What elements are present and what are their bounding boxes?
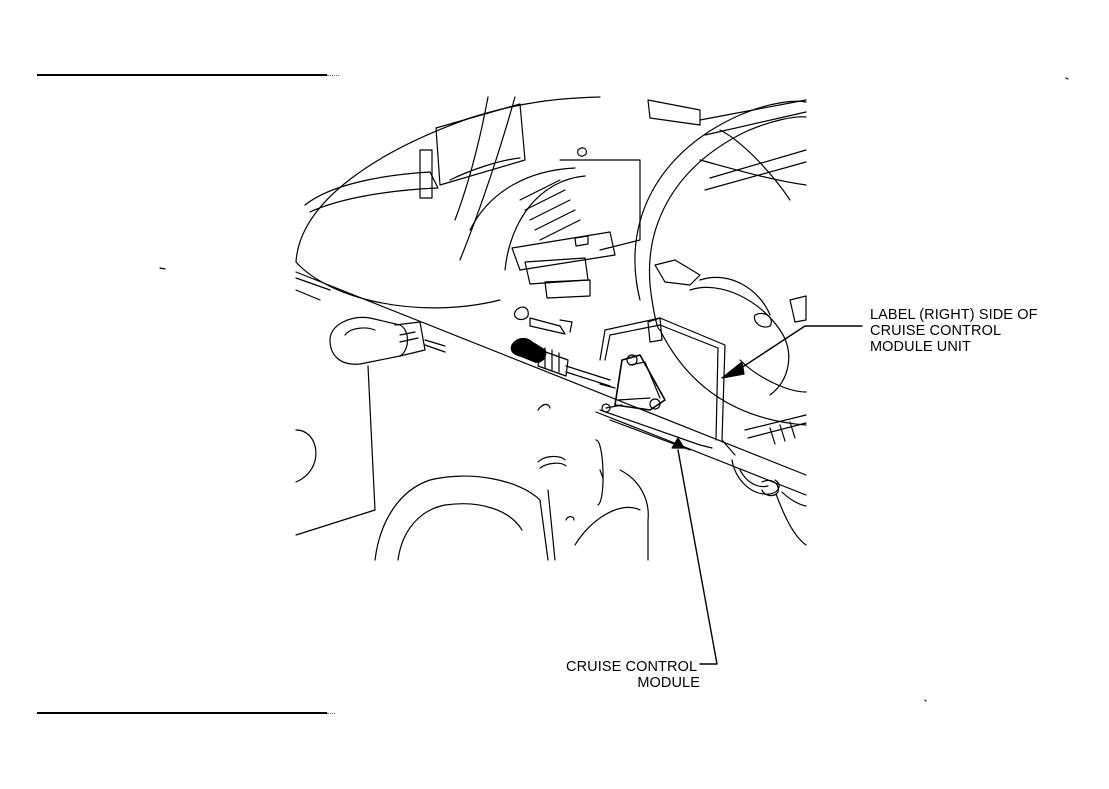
bottom-rule — [37, 712, 327, 714]
vent-housing — [469, 147, 641, 299]
label-side-line-3: MODULE UNIT — [870, 339, 971, 355]
module-callout: CRUISE CONTROL MODULE — [566, 659, 700, 691]
module-bracket — [599, 317, 736, 456]
module-line-2: MODULE — [637, 675, 700, 691]
label-side-line-1: LABEL (RIGHT) SIDE OF — [870, 307, 1038, 323]
cable-actuator — [510, 306, 611, 387]
steering-wheel — [634, 99, 807, 426]
label-side-callout: LABEL (RIGHT) SIDE OF CRUISE CONTROL MOD… — [870, 307, 1038, 355]
callout-leaders — [671, 325, 863, 665]
top-rule — [37, 74, 327, 76]
cruise-control-module-drawing — [599, 354, 666, 413]
wiring-harness — [731, 414, 807, 546]
dashboard-upper-panel — [295, 96, 601, 309]
module-line-1: CRUISE CONTROL — [566, 659, 698, 675]
lower-panel — [295, 403, 649, 561]
bottom-rule-fade — [327, 713, 335, 714]
top-rule-fade — [327, 75, 339, 76]
left-connector — [295, 289, 446, 511]
label-side-line-2: CRUISE CONTROL — [870, 323, 1002, 339]
stray-marks — [159, 77, 1069, 702]
